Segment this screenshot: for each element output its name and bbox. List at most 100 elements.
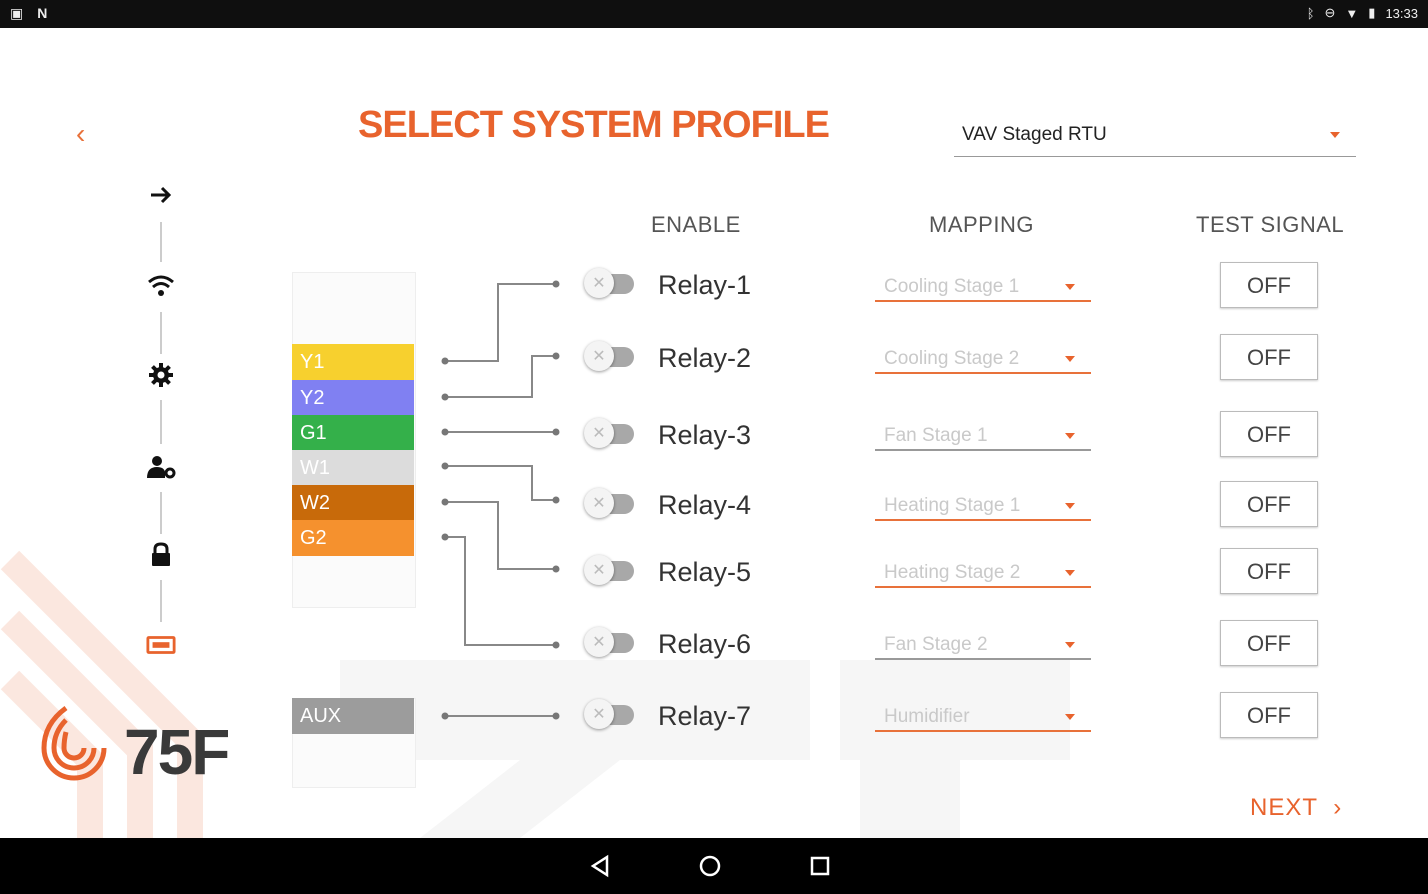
relay-6-mapping-dropdown[interactable]: Fan Stage 2 — [875, 628, 1091, 660]
battery-icon: ▮ — [1368, 5, 1376, 20]
brand-logo: 75F — [41, 705, 230, 788]
relay-2-mapping-dropdown[interactable]: Cooling Stage 2 — [875, 342, 1091, 374]
relay-3-toggle[interactable]: ✕ — [584, 418, 636, 448]
chevron-down-icon — [1065, 356, 1075, 362]
equipment-icon[interactable] — [146, 630, 176, 660]
wifi-status-icon: ▼ — [1345, 5, 1359, 21]
relay-4-test-button[interactable]: OFF — [1220, 481, 1318, 527]
relay-3-mapping-underline — [875, 449, 1091, 451]
wifi-icon[interactable] — [146, 270, 176, 300]
relay-5-mapping-dropdown[interactable]: Heating Stage 2 — [875, 556, 1091, 588]
chevron-down-icon — [1065, 714, 1075, 720]
chevron-down-icon — [1330, 132, 1340, 138]
relay-7-mapping-dropdown[interactable]: Humidifier — [875, 700, 1091, 732]
relay-6-test-button[interactable]: OFF — [1220, 620, 1318, 666]
status-left-icons: ▣ N — [10, 5, 47, 22]
nfc-icon: N — [37, 5, 48, 21]
lock-icon[interactable] — [146, 540, 176, 570]
arrow-right-icon[interactable] — [146, 180, 176, 210]
relay-5-test-button[interactable]: OFF — [1220, 548, 1318, 594]
relay-6-toggle[interactable]: ✕ — [584, 627, 636, 657]
relay-1-mapping-value: Cooling Stage 1 — [884, 276, 1020, 297]
page-title: SELECT SYSTEM PROFILE — [358, 104, 830, 146]
relay-6-mapping-underline — [875, 658, 1091, 660]
close-icon: ✕ — [584, 341, 614, 371]
relay-4-toggle[interactable]: ✕ — [584, 488, 636, 518]
chevron-down-icon — [1065, 284, 1075, 290]
relay-5-toggle[interactable]: ✕ — [584, 555, 636, 585]
user-settings-icon[interactable] — [146, 452, 176, 482]
wire-g1: G1 — [292, 415, 414, 451]
relay-6-label: Relay-6 — [658, 629, 752, 659]
wire-y1: Y1 — [292, 344, 414, 380]
status-time: 13:33 — [1385, 5, 1418, 21]
relay-7-toggle[interactable]: ✕ — [584, 699, 636, 729]
relay-5-mapping-value: Heating Stage 2 — [884, 562, 1021, 583]
chevron-down-icon — [1065, 642, 1075, 648]
chevron-down-icon — [1065, 570, 1075, 576]
relay-1-label: Relay-1 — [658, 270, 752, 300]
relay-2-mapping-value: Cooling Stage 2 — [884, 348, 1020, 369]
stepper-line — [160, 492, 162, 534]
relay-7-test-button[interactable]: OFF — [1220, 692, 1318, 738]
back-button[interactable]: ‹ — [76, 118, 86, 149]
stepper-line — [160, 580, 162, 622]
system-nav-bar — [0, 838, 1428, 894]
relay-7-mapping-value: Humidifier — [884, 706, 970, 727]
wire-g2: G2 — [292, 520, 414, 556]
relay-4-mapping-dropdown[interactable]: Heating Stage 1 — [875, 489, 1091, 521]
relay-1-test-button[interactable]: OFF — [1220, 262, 1318, 308]
wire-y2: Y2 — [292, 380, 414, 416]
system-profile-value: VAV Staged RTU — [962, 124, 1107, 145]
close-icon: ✕ — [584, 418, 614, 448]
gear-icon[interactable] — [146, 360, 176, 390]
relay-2-mapping-underline — [875, 372, 1091, 374]
close-icon: ✕ — [584, 268, 614, 298]
relay-3-mapping-dropdown[interactable]: Fan Stage 1 — [875, 419, 1091, 451]
stepper-line — [160, 312, 162, 354]
nav-home-icon[interactable] — [696, 852, 724, 880]
chevron-down-icon — [1065, 433, 1075, 439]
relay-3-label: Relay-3 — [658, 420, 752, 450]
wire-aux: AUX — [292, 698, 414, 734]
relay-7-label: Relay-7 — [658, 701, 752, 731]
chevron-down-icon — [1065, 503, 1075, 509]
relay-5-label: Relay-5 — [658, 557, 752, 587]
test-signal-header: TEST SIGNAL — [1196, 212, 1345, 237]
next-button[interactable]: NEXT › — [1250, 794, 1342, 838]
dnd-icon: ⊖ — [1324, 5, 1336, 20]
close-icon: ✕ — [584, 555, 614, 585]
relay-1-toggle[interactable]: ✕ — [584, 268, 636, 298]
close-icon: ✕ — [584, 627, 614, 657]
relay-2-test-button[interactable]: OFF — [1220, 334, 1318, 380]
nav-recents-icon[interactable] — [806, 852, 834, 880]
status-bar: ▣ N ᛒ ⊖ ▼ ▮ 13:33 — [0, 0, 1428, 28]
nav-back-icon[interactable] — [586, 852, 614, 880]
relay-3-mapping-value: Fan Stage 1 — [884, 425, 988, 446]
stepper-line — [160, 222, 162, 262]
system-profile-dropdown[interactable]: VAV Staged RTU — [954, 118, 1356, 157]
svg-text:75F: 75F — [124, 716, 228, 788]
notification-icon: ▣ — [10, 5, 24, 21]
wire-w2: W2 — [292, 485, 414, 521]
relay-4-label: Relay-4 — [658, 490, 752, 520]
close-icon: ✕ — [584, 699, 614, 729]
relay-1-mapping-underline — [875, 300, 1091, 302]
next-label: NEXT — [1250, 794, 1318, 821]
relay-2-toggle[interactable]: ✕ — [584, 341, 636, 371]
relay-3-test-button[interactable]: OFF — [1220, 411, 1318, 457]
bluetooth-icon: ᛒ — [1306, 5, 1315, 21]
relay-4-mapping-value: Heating Stage 1 — [884, 495, 1021, 516]
relay-4-mapping-underline — [875, 519, 1091, 521]
chevron-right-icon: › — [1333, 794, 1343, 821]
relay-2-label: Relay-2 — [658, 343, 752, 373]
close-icon: ✕ — [584, 488, 614, 518]
relay-5-mapping-underline — [875, 586, 1091, 588]
relay-7-mapping-underline — [875, 730, 1091, 732]
mapping-header: MAPPING — [929, 212, 1034, 237]
stepper-line — [160, 400, 162, 444]
status-right-icons: ᛒ ⊖ ▼ ▮ 13:33 — [1307, 5, 1418, 21]
enable-header: ENABLE — [651, 212, 741, 237]
wire-w1: W1 — [292, 450, 414, 486]
relay-1-mapping-dropdown[interactable]: Cooling Stage 1 — [875, 270, 1091, 302]
